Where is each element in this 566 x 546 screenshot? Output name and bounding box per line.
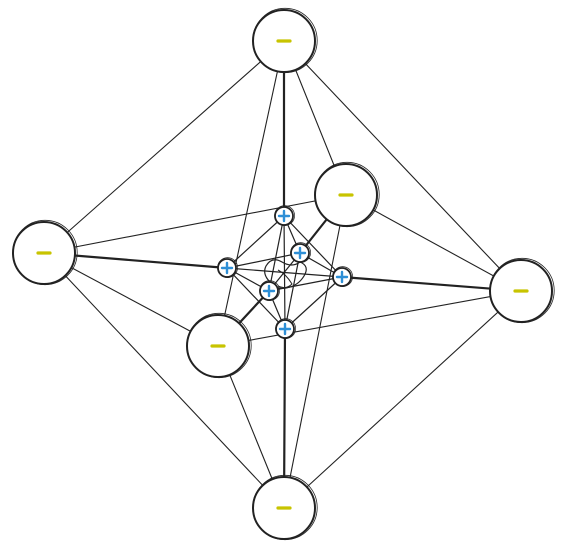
outer-ion-right xyxy=(489,257,555,324)
inner-edge-top-front xyxy=(268,215,285,292)
outer-edge-right-back xyxy=(345,194,522,292)
edges-layer xyxy=(42,39,523,510)
inner-edge-left-bottom xyxy=(226,267,286,330)
outer-ion-sketch-ring xyxy=(12,219,78,286)
outer-ion-sketch-ring xyxy=(252,7,318,74)
outer-ion-left xyxy=(12,219,78,286)
center-scribble xyxy=(277,269,293,289)
inner-edge-right-bottom xyxy=(284,276,343,330)
inner-ion-sketch-ring xyxy=(290,242,311,263)
outer-edge-top-right xyxy=(283,40,522,292)
inner-ion-front xyxy=(259,280,280,301)
inner-ion-back xyxy=(290,242,311,263)
outer-ion-sketch-ring xyxy=(186,312,252,379)
outer-edge-left-bottom xyxy=(43,252,285,509)
inner-edge-right-front xyxy=(268,276,343,292)
outer-ion-sketch-ring xyxy=(252,474,318,541)
inner-edge-top-left xyxy=(226,215,285,269)
inner-ion-sketch-ring xyxy=(274,205,295,226)
outer-ion-top xyxy=(252,7,318,74)
inner-ion-left xyxy=(217,257,238,278)
inner-edge-left-back xyxy=(226,252,301,269)
outer-ion-front xyxy=(186,312,252,379)
outer-ion-back xyxy=(314,161,380,228)
inner-edge-back-bottom xyxy=(284,252,301,330)
outer-edge-right-bottom xyxy=(283,290,522,509)
inner-ion-sketch-ring xyxy=(259,280,280,301)
inner-ion-sketch-ring xyxy=(332,266,353,287)
outer-edge-left-back xyxy=(43,194,347,254)
inner-ion-top xyxy=(274,205,295,226)
inner-edge-top-right xyxy=(283,215,343,278)
outer-ion-sketch-ring xyxy=(314,161,380,228)
inner-ion-sketch-ring xyxy=(275,318,296,339)
outer-edge-back-bottom xyxy=(283,194,347,509)
outer-edge-top-left xyxy=(43,40,285,254)
inner-ion-right xyxy=(332,266,353,287)
inner-nodes-layer xyxy=(217,205,353,339)
outer-edge-right-front xyxy=(217,290,522,347)
outer-nodes-layer xyxy=(12,7,555,541)
inner-ion-bottom xyxy=(275,318,296,339)
outer-edge-top-front xyxy=(217,40,285,347)
inner-ion-sketch-ring xyxy=(217,257,238,278)
outer-ion-sketch-ring xyxy=(489,257,555,324)
outer-ion-bottom xyxy=(252,474,318,541)
